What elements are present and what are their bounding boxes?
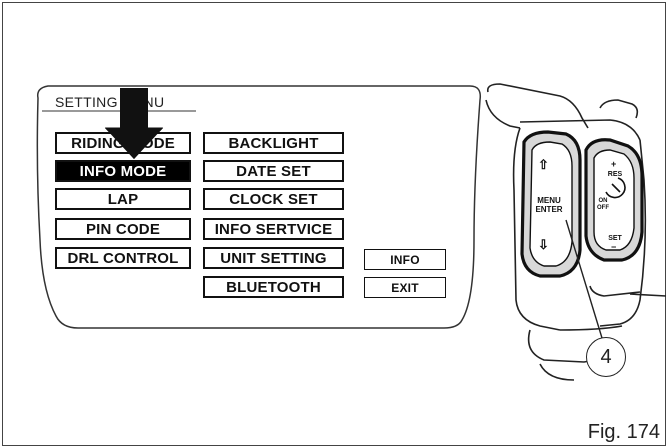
menu-item-info-service[interactable]: INFO SERTVICE <box>203 218 344 240</box>
menu-item-unit-setting[interactable]: UNIT SETTING <box>203 247 344 269</box>
on-off-label: ON OFF <box>597 198 609 211</box>
menu-item-date-set[interactable]: DATE SET <box>203 160 344 182</box>
res-label: RES <box>607 171 623 178</box>
menu-item-lap[interactable]: LAP <box>55 188 191 210</box>
menu-item-info-mode[interactable]: INFO MODE <box>55 160 191 182</box>
up-arrow-icon: ⇧ <box>538 157 549 172</box>
menu-title: SETTING MENU <box>55 94 165 110</box>
menu-item-backlight[interactable]: BACKLIGHT <box>203 132 344 154</box>
menu-item-clock-set[interactable]: CLOCK SET <box>203 188 344 210</box>
menu-item-drl-control[interactable]: DRL CONTROL <box>55 247 191 269</box>
menu-item-riding-mode[interactable]: RIDING MODE <box>55 132 191 154</box>
figure-label: Fig. 174 <box>587 421 660 443</box>
info-button[interactable]: INFO <box>364 249 446 270</box>
down-arrow-icon: ⇩ <box>538 237 549 252</box>
callout-leader <box>565 219 603 339</box>
cruise-rocker <box>584 138 644 262</box>
menu-item-pin-code[interactable]: PIN CODE <box>55 218 191 240</box>
menu-item-bluetooth[interactable]: BLUETOOTH <box>203 276 344 298</box>
exit-button[interactable]: EXIT <box>364 277 446 298</box>
display-outline <box>36 85 482 329</box>
set-label: SET <box>608 235 622 242</box>
callout-number: 4 <box>586 337 626 377</box>
menu-enter-rocker <box>520 130 582 278</box>
plus-label: + <box>611 159 617 169</box>
menu-enter-label: MENU ENTER <box>535 196 563 214</box>
minus-label: − <box>611 242 617 252</box>
